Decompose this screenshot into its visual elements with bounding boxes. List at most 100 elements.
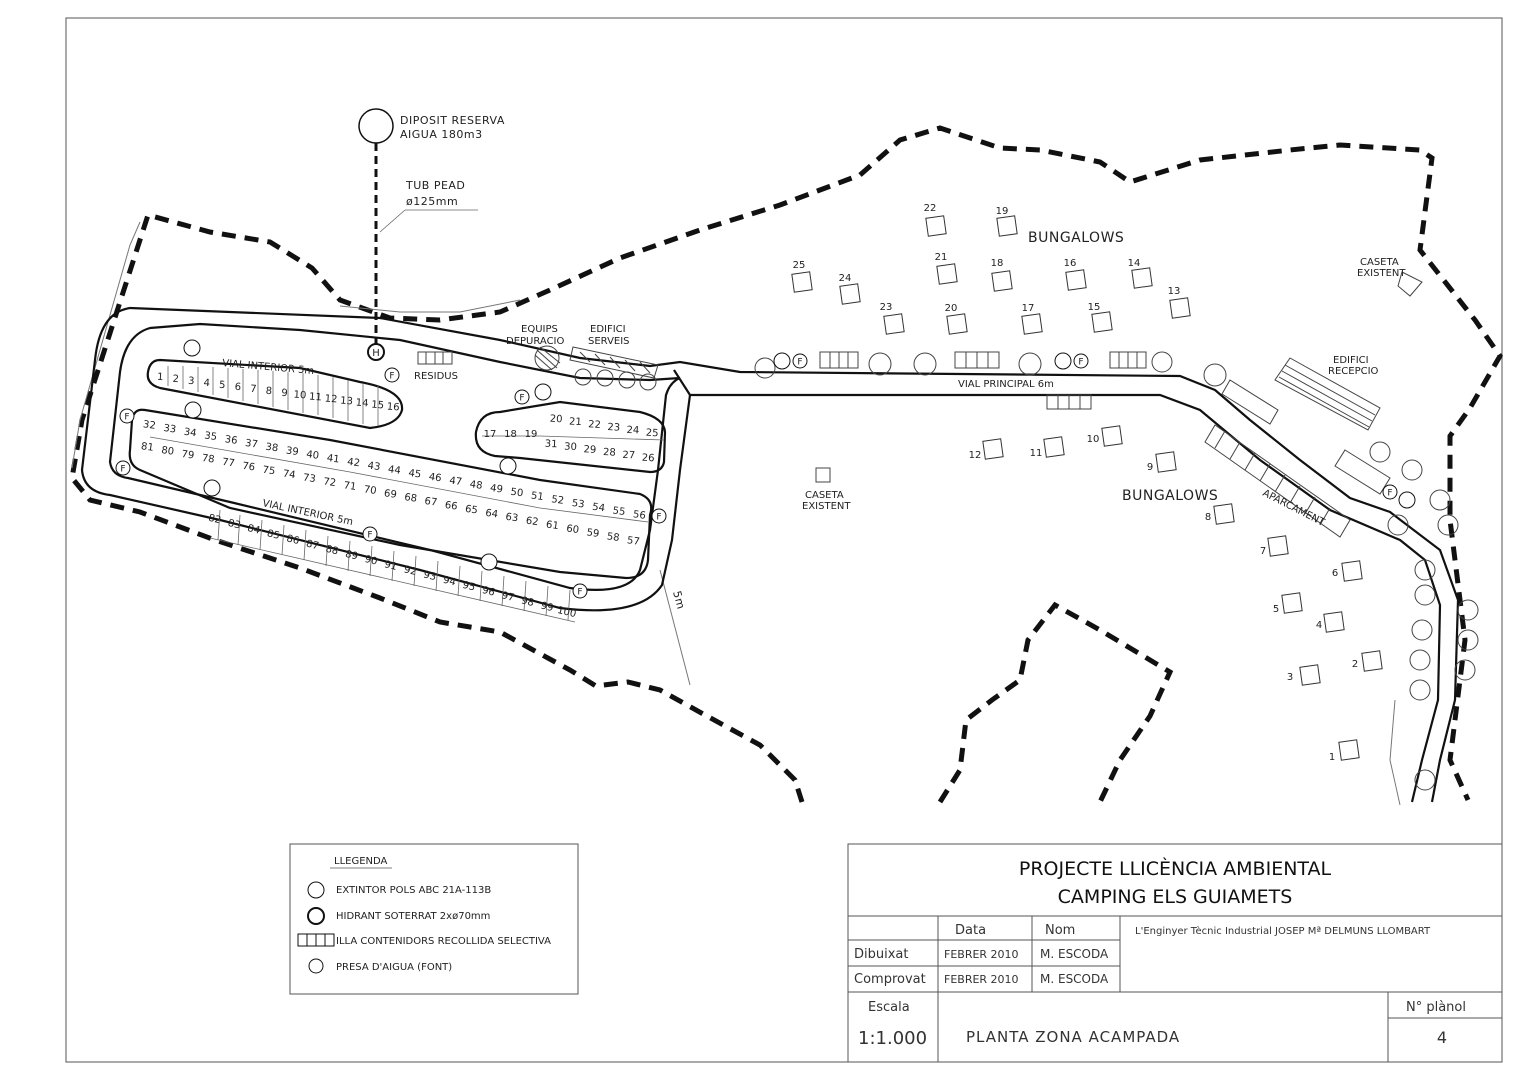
bungalow-number: 17 [1022, 303, 1035, 314]
plot-number: 63 [505, 512, 519, 525]
bungalow-number: 18 [991, 258, 1004, 269]
water-outlet-letter: F [797, 358, 802, 368]
plot-number: 23 [607, 422, 620, 434]
plot-number: 92 [403, 564, 418, 578]
plot-number: 97 [500, 590, 515, 604]
plot-number: 99 [539, 600, 554, 614]
plot-number: 58 [606, 531, 620, 544]
legend-title: LLEGENDA [334, 856, 388, 867]
plot-number: 49 [489, 483, 503, 496]
dibuixat-date: FEBRER 2010 [944, 948, 1019, 961]
plot-number: 24 [626, 425, 639, 437]
plot-number: 86 [285, 533, 300, 547]
plot-number: 46 [428, 472, 442, 485]
plot-number: 67 [424, 496, 438, 509]
plot-number: 21 [569, 416, 582, 428]
hydrant-symbol: H [367, 343, 385, 361]
recepcio-label-2: RECEPCIO [1328, 366, 1379, 377]
water-tank [358, 108, 394, 144]
water-outlet-letter: F [577, 588, 582, 598]
road-label-interior-top: VIAL INTERIOR 5m [222, 358, 315, 377]
bungalow-box [991, 270, 1013, 292]
recycling-islands [417, 351, 1147, 410]
equips-label-1: EQUIPS [521, 324, 558, 335]
bungalow-number: 6 [1332, 568, 1338, 579]
plot-number: 76 [242, 461, 256, 474]
aparcament-label: APARCAMENT [1261, 488, 1327, 529]
water-outlet-letter: F [367, 531, 372, 541]
bungalow-number: 4 [1316, 620, 1322, 631]
plot-number: 38 [265, 442, 279, 455]
equips-label-2: DEPURACIO [506, 336, 565, 347]
bungalow-box [1341, 560, 1363, 582]
bungalow-number: 19 [996, 206, 1009, 217]
bungalow-box [982, 438, 1004, 460]
plot-number: 83 [227, 518, 242, 532]
plot-number: 18 [504, 429, 517, 440]
bungalow-number: 9 [1147, 462, 1153, 473]
main-road-label: VIAL PRINCIPAL 6m [958, 379, 1054, 390]
bungalow-number: 21 [935, 252, 948, 263]
plot-number: 65 [464, 504, 478, 517]
trees [574, 351, 1479, 791]
plot-number: 33 [163, 423, 177, 436]
plot-number: 13 [340, 396, 353, 408]
plot-number: 70 [363, 484, 377, 497]
plot-number: 11 [309, 392, 322, 404]
plot-number: 56 [632, 509, 646, 522]
bungalow-number: 14 [1128, 258, 1141, 269]
plot-number: 51 [530, 490, 544, 503]
plot-number: 17 [484, 429, 497, 440]
bungalow-number: 16 [1064, 258, 1077, 269]
water-outlet-letter: F [519, 394, 524, 404]
bungalow-box [946, 313, 968, 335]
recepcio-label-1: EDIFICI [1333, 355, 1369, 366]
plot-number: 26 [641, 453, 654, 465]
bungalow-number: 5 [1273, 604, 1279, 615]
plot-number: 80 [161, 445, 175, 458]
water-outlet-icon [308, 958, 324, 974]
service-buildings [534, 271, 1423, 483]
bungalow-number: 13 [1168, 286, 1181, 297]
plot-number: 6 [234, 382, 241, 393]
plot-number: 82 [207, 513, 222, 527]
plot-number: 55 [612, 505, 626, 518]
bungalow-box [1169, 297, 1191, 319]
bungalows-label-top: BUNGALOWS [1028, 230, 1124, 246]
plan-title: PLANTA ZONA ACAMPADA [966, 1028, 1180, 1046]
drawing-labels: DIPOSIT RESERVA AIGUA 180m3 TUB PEAD ø12… [222, 114, 1407, 611]
bungalow-number: 1 [1329, 752, 1335, 763]
plot-number: 15 [371, 400, 384, 412]
bungalow-boxes [791, 215, 1383, 761]
plot-number: 100 [556, 605, 577, 620]
plot-number: 53 [571, 498, 585, 511]
plot-number: 22 [588, 419, 601, 431]
bungalow-box [1021, 313, 1043, 335]
plot-number: 72 [323, 476, 337, 489]
project-title-1: PROJECTE LLICÈNCIA AMBIENTAL [1019, 857, 1332, 880]
bungalow-box [1101, 425, 1123, 447]
plot-number: 94 [442, 575, 457, 589]
bungalow-number: 24 [839, 273, 852, 284]
caseta-c-label-2: EXISTENT [802, 501, 851, 512]
bungalow-number: 3 [1287, 672, 1293, 683]
plot-number: 91 [383, 559, 398, 573]
scale-label: Escala [868, 1000, 910, 1015]
plot-number: 50 [510, 487, 524, 500]
road-width-label: 5m [670, 589, 687, 610]
plot-number: 57 [626, 535, 640, 548]
plot-number: 89 [344, 549, 359, 563]
plan-number: 4 [1437, 1028, 1447, 1047]
plot-number: 9 [281, 388, 288, 399]
bungalow-number: 25 [793, 260, 806, 271]
plot-number: 81 [140, 441, 154, 454]
tank-label-1: DIPOSIT RESERVA [400, 114, 505, 127]
plot-number: 27 [622, 450, 635, 462]
caseta-c-label-1: CASETA [805, 490, 844, 501]
water-outlet-letter: F [1387, 489, 1392, 499]
parking-spaces [1204, 379, 1391, 538]
caseta-ne-label-2: EXISTENT [1357, 268, 1406, 279]
plot-number: 35 [204, 430, 218, 443]
